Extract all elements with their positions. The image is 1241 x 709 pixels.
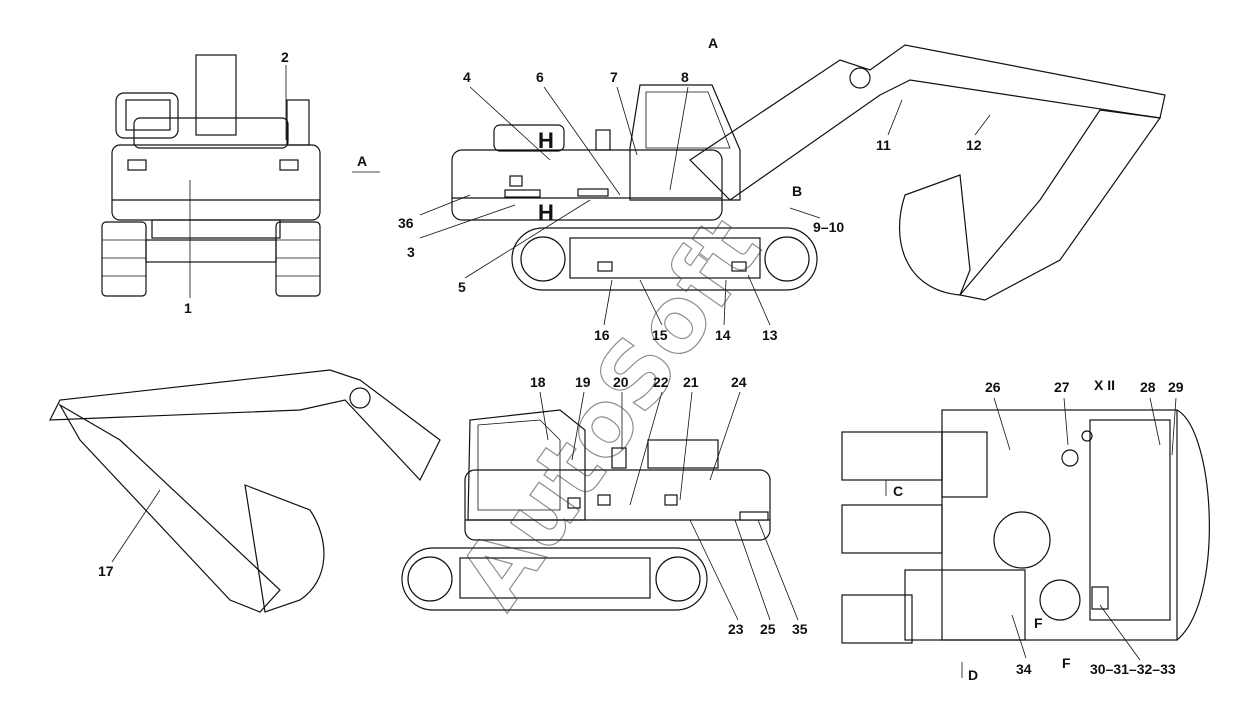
callout-25: 25 — [760, 621, 776, 637]
callouts: 1 2 3 4 5 6 7 8 9–10 11 12 13 14 15 16 1… — [98, 49, 1184, 677]
callout-15: 15 — [652, 327, 668, 343]
callout-20: 20 — [613, 374, 629, 390]
callout-22: 22 — [653, 374, 669, 390]
callout-27: 27 — [1054, 379, 1070, 395]
callout-12: 12 — [966, 137, 982, 153]
view-marker-f2: F — [1062, 655, 1071, 671]
view-marker-c: C — [893, 483, 903, 499]
callout-6: 6 — [536, 69, 544, 85]
callout-17: 17 — [98, 563, 114, 579]
callout-24: 24 — [731, 374, 747, 390]
callout-35: 35 — [792, 621, 808, 637]
callout-19: 19 — [575, 374, 591, 390]
view-marker-d: D — [968, 667, 978, 683]
view-marker-xii: X II — [1094, 377, 1115, 393]
callout-2: 2 — [281, 49, 289, 65]
front-view — [101, 54, 380, 298]
side-view-right — [419, 44, 1166, 326]
callout-34: 34 — [1016, 661, 1032, 677]
view-marker-h-bottom: H — [538, 200, 554, 225]
callout-23: 23 — [728, 621, 744, 637]
view-marker-h-top: H — [538, 128, 554, 153]
view-markers: A A B C D F F X II H H — [357, 35, 1115, 683]
view-marker-f1: F — [1034, 615, 1043, 631]
view-marker-b: B — [792, 183, 802, 199]
callout-3: 3 — [407, 244, 415, 260]
callout-30-33: 30–31–32–33 — [1090, 661, 1176, 677]
callout-7: 7 — [610, 69, 618, 85]
callout-29: 29 — [1168, 379, 1184, 395]
callout-9-10: 9–10 — [813, 219, 844, 235]
callout-28: 28 — [1140, 379, 1156, 395]
view-marker-a-front: A — [357, 153, 367, 169]
front-decal-right — [279, 159, 299, 171]
callout-5: 5 — [458, 279, 466, 295]
top-view — [841, 397, 1210, 678]
callout-8: 8 — [681, 69, 689, 85]
callout-14: 14 — [715, 327, 731, 343]
callout-36: 36 — [398, 215, 414, 231]
callout-18: 18 — [530, 374, 546, 390]
view-marker-a-top: A — [708, 35, 718, 51]
callout-21: 21 — [683, 374, 699, 390]
callout-16: 16 — [594, 327, 610, 343]
callout-4: 4 — [463, 69, 471, 85]
callout-11: 11 — [876, 137, 891, 153]
callout-1: 1 — [184, 300, 192, 316]
callout-13: 13 — [762, 327, 778, 343]
side-view-left — [49, 369, 799, 621]
front-decal-left — [127, 159, 147, 171]
callout-26: 26 — [985, 379, 1001, 395]
